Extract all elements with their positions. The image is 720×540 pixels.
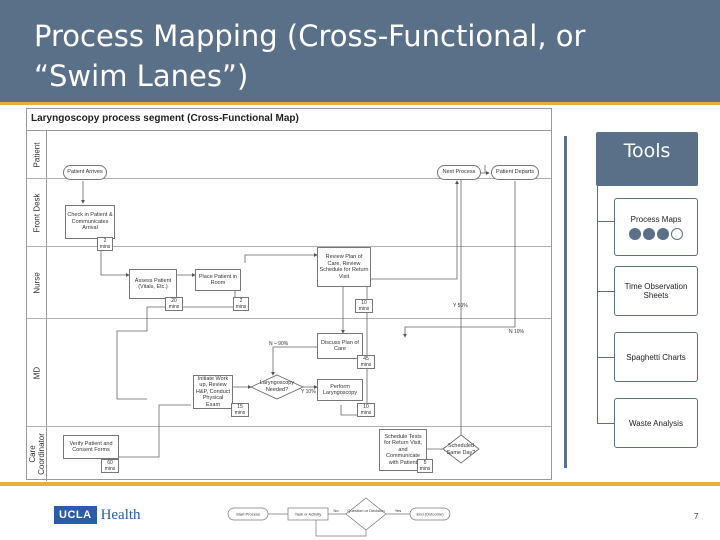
- badge-schedule-tests: 5 mins: [417, 459, 433, 473]
- tools-divider: [564, 136, 567, 468]
- tool-time-observation-sheets[interactable]: Time Observation Sheets: [614, 266, 698, 316]
- lane-patient: Patient: [27, 131, 551, 179]
- flow-legend: Start Process Task or Activity Question …: [227, 497, 451, 537]
- badge-check-in: 2 mins: [97, 237, 113, 251]
- tool-spaghetti-charts[interactable]: Spaghetti Charts: [614, 332, 698, 382]
- node-patient-arrives: Patient Arrives: [63, 165, 107, 180]
- filled-circle-icon: [629, 227, 641, 240]
- tool-label: Process Maps: [630, 214, 682, 224]
- node-perform-laryngoscopy: Perform Laryngoscopy: [317, 379, 363, 401]
- decision-scheduled-same-day: Scheduled Same Day?: [446, 443, 476, 456]
- node-discuss-plan: Discuss Plan of Care: [317, 333, 363, 359]
- tool-label: Time Observation Sheets: [624, 282, 688, 300]
- badge-discuss-plan: 45 mins: [357, 355, 375, 369]
- lane-label: Nurse: [32, 271, 41, 294]
- lane-front-desk: Front Desk: [27, 179, 551, 247]
- map-title: Laryngoscopy process segment (Cross-Func…: [27, 109, 551, 131]
- badge-verify-patient: 60 mins: [101, 459, 119, 473]
- legend-decision: Question or Decision: [347, 508, 384, 513]
- legend-end: End (Outcome): [416, 512, 444, 517]
- tool-label: Spaghetti Charts: [626, 352, 686, 362]
- node-assess-patient: Assess Patient (Vitals, Etc.): [129, 269, 177, 299]
- lane-label: Care Coordinator: [27, 433, 46, 475]
- label-no-10: N 10%: [509, 329, 525, 335]
- filled-circle-icon: [657, 227, 669, 240]
- node-next-process: Next Process: [437, 165, 481, 180]
- node-initiate-work-up: Initiate Work up, Review H&P, Conduct Ph…: [193, 375, 233, 409]
- badge-perform-laryngoscopy: 10 mins: [357, 403, 375, 417]
- empty-circle-icon: [671, 227, 683, 240]
- node-review-plan: Review Plan of Care, Review Schedule for…: [317, 247, 371, 287]
- slide-title: Process Mapping (Cross-Functional, or “S…: [34, 19, 586, 93]
- node-place-patient: Place Patient in Room: [195, 269, 241, 291]
- filled-circle-icon: [643, 227, 655, 240]
- legend-yes: Yes: [395, 508, 402, 513]
- rating-circles: [629, 227, 683, 240]
- swim-lane-map: Laryngoscopy process segment (Cross-Func…: [26, 108, 552, 481]
- node-check-in: Check in Patient & Communicates Arrival: [65, 205, 115, 239]
- badge-place-patient: 2 mins: [233, 297, 249, 311]
- title-bar: Process Mapping (Cross-Functional, or “S…: [0, 0, 720, 105]
- node-verify-patient: Verify Patient and Consent Forms: [63, 435, 119, 459]
- logo-health-text: Health: [100, 506, 141, 523]
- badge-assess-patient: 20 mins: [165, 297, 183, 311]
- label-yes-50: Y 50%: [453, 303, 468, 309]
- tool-process-maps[interactable]: Process Maps: [614, 198, 698, 256]
- footer-accent-bar: [0, 482, 720, 486]
- label-yes-10: Y 10%: [301, 389, 316, 395]
- lane-label: MD: [32, 366, 41, 379]
- badge-initiate-work-up: 15 mins: [231, 403, 249, 417]
- badge-review-plan: 10 mins: [355, 299, 373, 313]
- lane-care-coordinator: Care Coordinator: [27, 427, 551, 481]
- page-number: 7: [694, 512, 699, 521]
- tools-connector-line: [597, 186, 598, 424]
- lane-md: MD: [27, 319, 551, 427]
- lane-label: Patient: [32, 142, 41, 167]
- decision-laryngoscopy-needed: Laryngoscopy Needed?: [259, 380, 295, 393]
- legend-task: Task or Activity: [295, 512, 321, 517]
- lane-nurse: Nurse: [27, 247, 551, 319]
- node-patient-departs: Patient Departs: [491, 165, 539, 180]
- lane-label: Front Desk: [32, 192, 41, 233]
- tools-header: Tools: [596, 132, 698, 186]
- tool-label: Waste Analysis: [629, 418, 683, 428]
- label-no-90: N – 90%: [269, 341, 289, 347]
- logo-box: UCLA: [54, 506, 97, 524]
- legend-no: No: [333, 508, 339, 513]
- ucla-health-logo: UCLA Health: [54, 505, 141, 525]
- tool-waste-analysis[interactable]: Waste Analysis: [614, 398, 698, 448]
- legend-start: Start Process: [236, 512, 260, 517]
